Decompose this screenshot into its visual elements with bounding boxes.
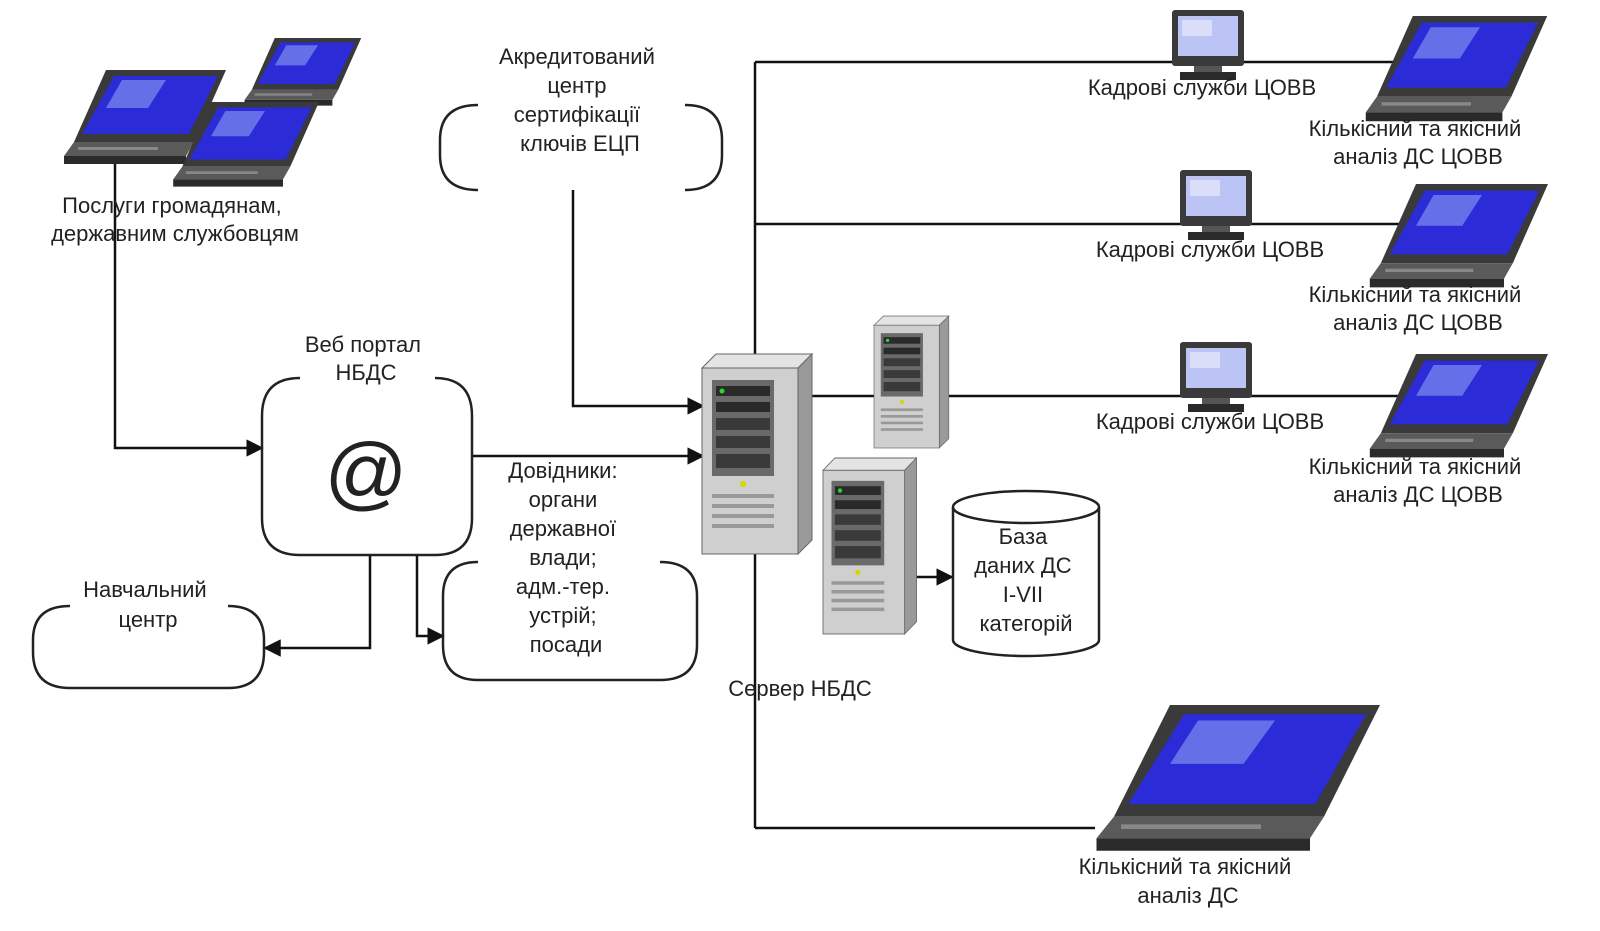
certification-center-label: Акредитований центр сертифікації ключів … [499,44,661,156]
monitor-icon [1172,10,1244,80]
database-label: База даних ДС І-VІІ категорій [974,524,1078,636]
hr-row-2: Кадрові служби ЦОВВ Кількісний та якісни… [1096,170,1548,335]
portal-to-directories-arrow [415,555,445,645]
laptop-icon [1369,354,1548,458]
brace-right [684,103,724,192]
at-sign-icon: @ [324,427,407,518]
hr-row-1: Кадрові служби ЦОВВ Кількісний та якісни… [1088,10,1548,169]
server-icon [701,353,813,555]
laptop-icon [1096,705,1380,851]
server-icon [822,457,917,635]
server-label: Сервер НБДС [728,676,872,701]
portal-frame [260,376,474,557]
directories-frame [441,560,699,682]
services-label: Послуги громадянам, державним службовцям [51,193,299,246]
portal-to-training-arrow [263,555,372,657]
server-icon [873,315,950,449]
laptop-icon [244,38,362,106]
services-to-portal-arrow [113,140,264,457]
database: База даних ДС І-VІІ категорій [951,489,1101,658]
monitor-icon [1180,170,1252,240]
laptop-icon [1369,184,1548,288]
certification-to-server-arrow [571,190,705,415]
database-cylinder-body [951,507,1101,658]
brace-left [438,103,479,192]
laptop-icon [1365,16,1548,122]
monitor-icon [1180,342,1252,412]
analysis-covv-label: Кількісний та якісний аналіз ДС ЦОВВ [1309,282,1528,335]
hr-service-label: Кадрові служби ЦОВВ [1096,237,1324,262]
web-portal: Веб портал НБДС @ [260,332,474,557]
hr-service-label: Кадрові служби ЦОВВ [1088,75,1316,100]
analysis-covv-label: Кількісний та якісний аналіз ДС ЦОВВ [1309,454,1528,507]
hr-service-label: Кадрові служби ЦОВВ [1096,409,1324,434]
directories-label: Довідники: органи державної влади; адм.-… [508,458,623,657]
analysis-ds-node: Кількісний та якісний аналіз ДС [1079,705,1380,908]
directories: Довідники: органи державної влади; адм.-… [441,458,699,682]
database-cylinder-top [951,489,1101,525]
analysis-covv-label: Кількісний та якісний аналіз ДС ЦОВВ [1309,116,1528,169]
training-center: Навчальний центр [31,577,266,690]
training-frame [31,604,266,690]
hr-row-3: Кадрові служби ЦОВВ Кількісний та якісни… [1096,342,1548,507]
analysis-ds-label: Кількісний та якісний аналіз ДС [1079,854,1298,908]
citizen-laptops [64,38,362,187]
portal-label: Веб портал НБДС [305,332,427,385]
training-center-label: Навчальний центр [83,577,213,632]
servers [701,315,950,635]
certification-center: Акредитований центр сертифікації ключів … [438,44,724,192]
